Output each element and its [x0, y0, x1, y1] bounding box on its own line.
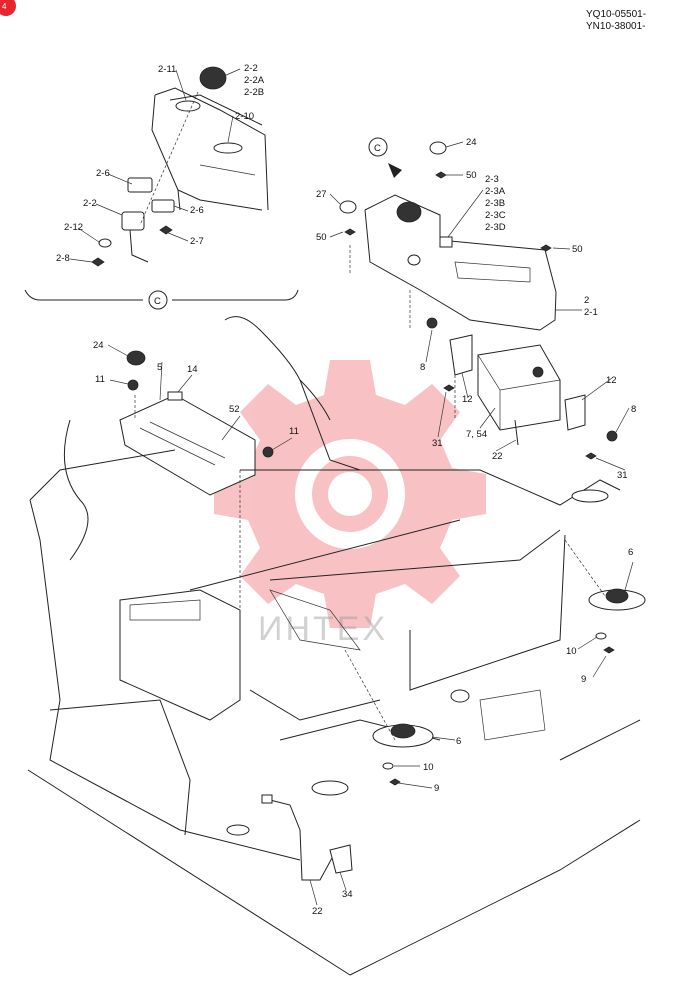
- callout-31-right: 31: [617, 470, 628, 481]
- watermark-text: ИНТЕХ: [258, 610, 388, 648]
- callout-50-right: 50: [572, 244, 583, 255]
- callout-5: 5: [157, 362, 162, 373]
- callout-12-right: 12: [606, 375, 617, 386]
- corner-badge: 4: [0, 0, 16, 16]
- callout-2-7: 2-7: [190, 236, 204, 247]
- callout-labels: 2-11 2-2 2-2A 2-2B 2-10 2-6 2-2 2-6 2-12…: [56, 63, 636, 917]
- mount-right: [564, 539, 646, 654]
- detail-marker-c-top-label: C: [374, 143, 381, 154]
- callout-50-top: 50: [466, 170, 477, 181]
- callout-9-right: 9: [581, 674, 586, 685]
- callout-10-mid: 10: [423, 762, 434, 773]
- watermark-logo: [214, 360, 486, 628]
- callout-2-2: 2-2: [244, 63, 258, 74]
- callout-34: 34: [342, 889, 353, 900]
- leader-lines: [69, 68, 634, 906]
- callout-11-left: 11: [95, 374, 105, 385]
- callout-24-left: 24: [93, 340, 104, 351]
- serial-range-1: YQ10-05501-: [586, 9, 647, 20]
- callout-2-12: 2-12: [64, 222, 83, 233]
- callout-2-2b: 2-2B: [244, 87, 264, 98]
- callout-2-10: 2-10: [235, 111, 254, 122]
- callout-2-3a: 2-3A: [485, 186, 506, 197]
- callout-2-3c: 2-3C: [485, 210, 506, 221]
- callout-52: 52: [229, 404, 240, 415]
- callout-2: 2: [584, 295, 589, 306]
- corner-badge-number: 4: [2, 2, 7, 11]
- left-control-panel: [119, 350, 274, 660]
- callout-24-top: 24: [466, 137, 477, 148]
- callout-2-3: 2-3: [485, 174, 499, 185]
- callout-2-8: 2-8: [56, 253, 70, 264]
- callout-22-bottom: 22: [312, 906, 323, 917]
- detail-c-view: C: [24, 66, 299, 310]
- callout-50-left: 50: [316, 232, 327, 243]
- callout-2-6-b: 2-6: [190, 205, 204, 216]
- callout-31-left: 31: [432, 438, 443, 449]
- detail-marker-c-top: [368, 137, 388, 157]
- detail-marker-c-label: C: [154, 296, 161, 307]
- callout-2-11: 2-11: [158, 64, 176, 75]
- callout-7-54: 7, 54: [466, 429, 487, 440]
- callout-11-mid: 11: [289, 426, 299, 437]
- callout-27: 27: [316, 189, 327, 200]
- view-arrow: [388, 163, 402, 178]
- callout-6-right: 6: [628, 547, 633, 558]
- callout-2-2-left: 2-2: [83, 198, 97, 209]
- serial-range-2: YN10-38001-: [586, 21, 646, 32]
- callout-2-3d: 2-3D: [485, 222, 506, 233]
- callout-12-left: 12: [462, 394, 473, 405]
- harness-22: [261, 794, 353, 881]
- callout-2-6-a: 2-6: [96, 168, 110, 179]
- callout-10-right: 10: [566, 646, 577, 657]
- callout-14: 14: [187, 364, 198, 375]
- callout-2-2a: 2-2A: [244, 75, 265, 86]
- callout-22-mid: 22: [492, 451, 503, 462]
- callout-8-right: 8: [631, 404, 636, 415]
- callout-6-mid: 6: [456, 736, 461, 747]
- mount-middle: [344, 649, 434, 786]
- detail-marker-c-bottom: [148, 290, 168, 310]
- callout-2-3b: 2-3B: [485, 198, 505, 209]
- callout-9-mid: 9: [434, 783, 439, 794]
- callout-8-left: 8: [420, 362, 425, 373]
- callout-2-1: 2-1: [584, 307, 598, 318]
- cab-frame: [27, 316, 641, 976]
- upper-console-assembly: C: [339, 137, 618, 460]
